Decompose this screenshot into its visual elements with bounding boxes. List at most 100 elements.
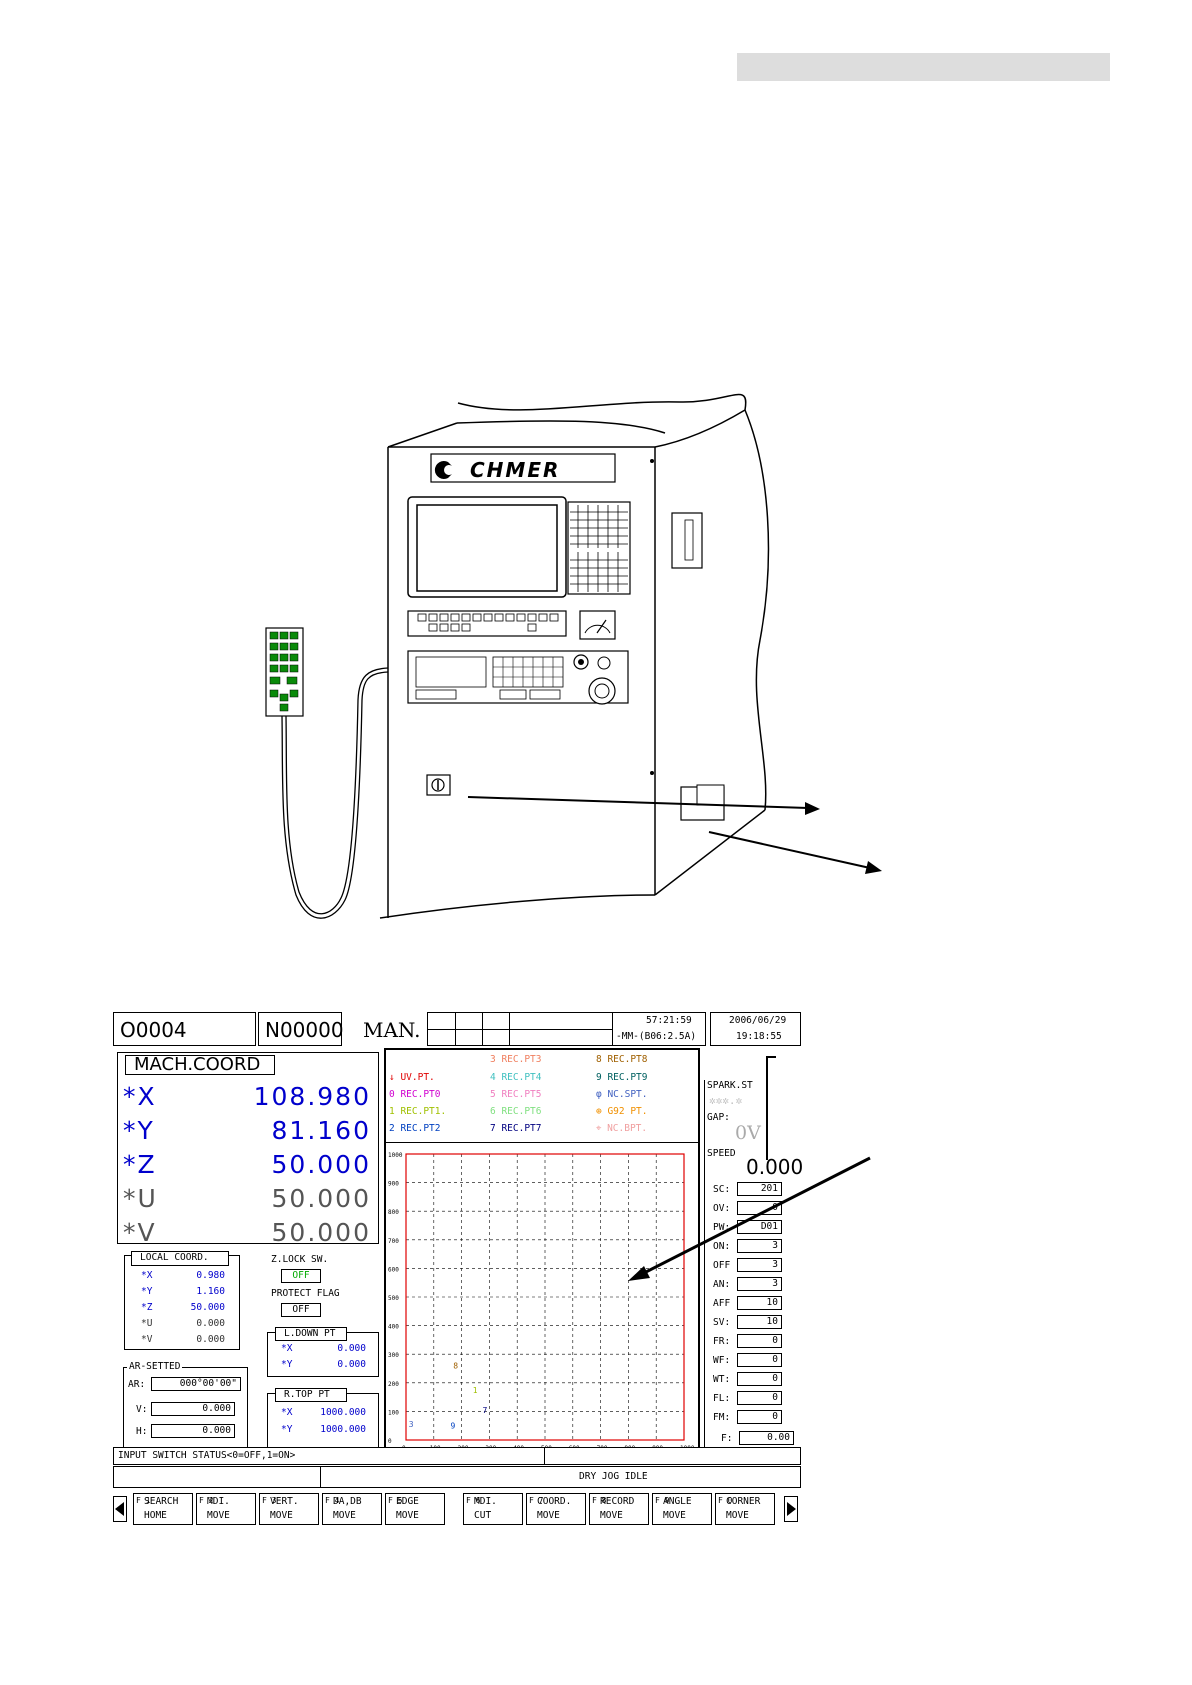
mach-axis-label: *Y xyxy=(123,1116,155,1145)
f-value[interactable]: 0.00 xyxy=(739,1431,794,1445)
spark-label: SPARK.ST xyxy=(707,1080,753,1091)
function-key-label-top: SEARCH xyxy=(144,1496,179,1507)
ar-value[interactable]: 000°00'00" xyxy=(151,1377,241,1391)
function-key-label-bottom: HOME xyxy=(144,1510,167,1521)
plot-point-marker: 3 xyxy=(409,1420,414,1429)
param-value[interactable]: 0 xyxy=(737,1372,782,1386)
legend-item: 8 REC.PT8 xyxy=(596,1054,648,1065)
local-axis-label: *Y xyxy=(141,1286,153,1297)
input-switch-status: INPUT SWITCH STATUS<0=OFF,1=ON> xyxy=(118,1450,296,1461)
legend-divider xyxy=(386,1142,698,1143)
mach-coord-title-box: MACH.COORD xyxy=(125,1054,275,1075)
sequence-number: N00000 xyxy=(265,1018,344,1042)
mach-axis-value: 81.160 xyxy=(271,1116,371,1145)
param-value[interactable]: 0 xyxy=(737,1410,782,1424)
param-value[interactable]: 0 xyxy=(737,1353,782,1367)
v-value[interactable]: 0.000 xyxy=(151,1402,235,1416)
function-key-number: F 4 xyxy=(325,1496,340,1505)
y-tick-label: 0 xyxy=(388,1438,392,1445)
v-label: V: xyxy=(136,1404,148,1415)
z-lock-value[interactable]: OFF xyxy=(281,1269,321,1283)
message-line-right xyxy=(544,1447,801,1465)
cnc-screen: O0004 N00000 MAN. 57:21:59 -MM-(B06:2.5A… xyxy=(113,1012,803,1531)
local-axis-value: 0.000 xyxy=(196,1318,225,1329)
param-label: AFF xyxy=(713,1298,731,1309)
speed-label: SPEED xyxy=(707,1148,736,1159)
function-key-number: F 3 xyxy=(262,1496,277,1505)
arrow-left-icon xyxy=(115,1502,124,1516)
param-label: WF: xyxy=(713,1355,731,1366)
l-down-y-value: 0.000 xyxy=(337,1359,366,1370)
param-value[interactable]: 10 xyxy=(737,1296,782,1310)
function-key-number: F 5 xyxy=(388,1496,403,1505)
legend-item: 7 REC.PT7 xyxy=(490,1123,542,1134)
l-down-x-label: *X xyxy=(281,1343,293,1354)
local-axis-label: *U xyxy=(141,1318,153,1329)
legend-item: φ NC.SPT. xyxy=(596,1089,648,1100)
function-key-label-bottom: MOVE xyxy=(396,1510,419,1521)
legend-item: 6 REC.PT6 xyxy=(490,1106,542,1117)
next-page-button[interactable] xyxy=(784,1496,798,1522)
l-down-title: L.DOWN PT xyxy=(284,1328,336,1339)
mach-axis-value: 50.000 xyxy=(271,1218,371,1247)
param-value[interactable]: 10 xyxy=(737,1315,782,1329)
legend-item: 4 REC.PT4 xyxy=(490,1072,542,1083)
param-value[interactable]: 0 xyxy=(737,1391,782,1405)
y-tick-label: 900 xyxy=(388,1181,399,1188)
protect-flag-value[interactable]: OFF xyxy=(281,1303,321,1317)
l-down-title-box: L.DOWN PT xyxy=(275,1327,347,1341)
function-key-label-top: CORNER xyxy=(726,1496,761,1507)
param-label: SC: xyxy=(713,1184,731,1195)
date: 2006/06/29 xyxy=(729,1015,787,1026)
function-key-label-bottom: MOVE xyxy=(270,1510,293,1521)
mach-axis-label: *V xyxy=(123,1218,157,1247)
param-value[interactable]: 0 xyxy=(737,1334,782,1348)
z-lock-label: Z.LOCK SW. xyxy=(271,1254,329,1265)
brand-logo: CHMER xyxy=(470,458,560,482)
prev-page-button[interactable] xyxy=(113,1496,127,1522)
run-status: DRY JOG IDLE xyxy=(579,1471,648,1482)
y-tick-label: 500 xyxy=(388,1295,399,1302)
h-value[interactable]: 0.000 xyxy=(151,1424,235,1438)
param-value[interactable]: 3 xyxy=(737,1258,782,1272)
legend-item: ⊕ G92 PT. xyxy=(596,1106,648,1117)
program-number-box: O0004 xyxy=(113,1012,256,1046)
graph-panel xyxy=(384,1048,700,1455)
mach-axis-value: 108.980 xyxy=(253,1082,371,1111)
r-top-title: R.TOP PT xyxy=(284,1389,330,1400)
h-label: H: xyxy=(136,1426,148,1437)
function-key-number: F 6 xyxy=(466,1496,481,1505)
local-axis-label: *Z xyxy=(141,1302,153,1313)
param-value[interactable]: 3 xyxy=(737,1277,782,1291)
gap-value: 0V xyxy=(735,1122,761,1144)
function-key-number: F 1 xyxy=(136,1496,151,1505)
param-value[interactable]: 201 xyxy=(737,1182,782,1196)
clock: 19:18:55 xyxy=(736,1031,782,1042)
plot-point-marker: 9 xyxy=(450,1422,455,1431)
plot-point-marker: 8 xyxy=(453,1362,458,1371)
run-status-box: DRY JOG IDLE xyxy=(320,1466,801,1488)
param-label: WT: xyxy=(713,1374,731,1385)
r-top-x-label: *X xyxy=(281,1407,293,1418)
y-tick-label: 600 xyxy=(388,1266,399,1273)
local-axis-value: 0.000 xyxy=(196,1334,225,1345)
time-status-box: 57:21:59 -MM-(B06:2.5A) xyxy=(612,1012,706,1046)
spark-bar xyxy=(766,1056,776,1160)
param-value[interactable]: 3 xyxy=(737,1239,782,1253)
gap-label: GAP: xyxy=(707,1112,730,1123)
function-key-label-bottom: MOVE xyxy=(333,1510,356,1521)
arrow-right-icon xyxy=(787,1502,796,1516)
spark-indicator-icon: ✲✲✲.✲ xyxy=(709,1094,743,1107)
r-top-y-value: 1000.000 xyxy=(320,1424,366,1435)
function-key-number: F 2 xyxy=(199,1496,214,1505)
